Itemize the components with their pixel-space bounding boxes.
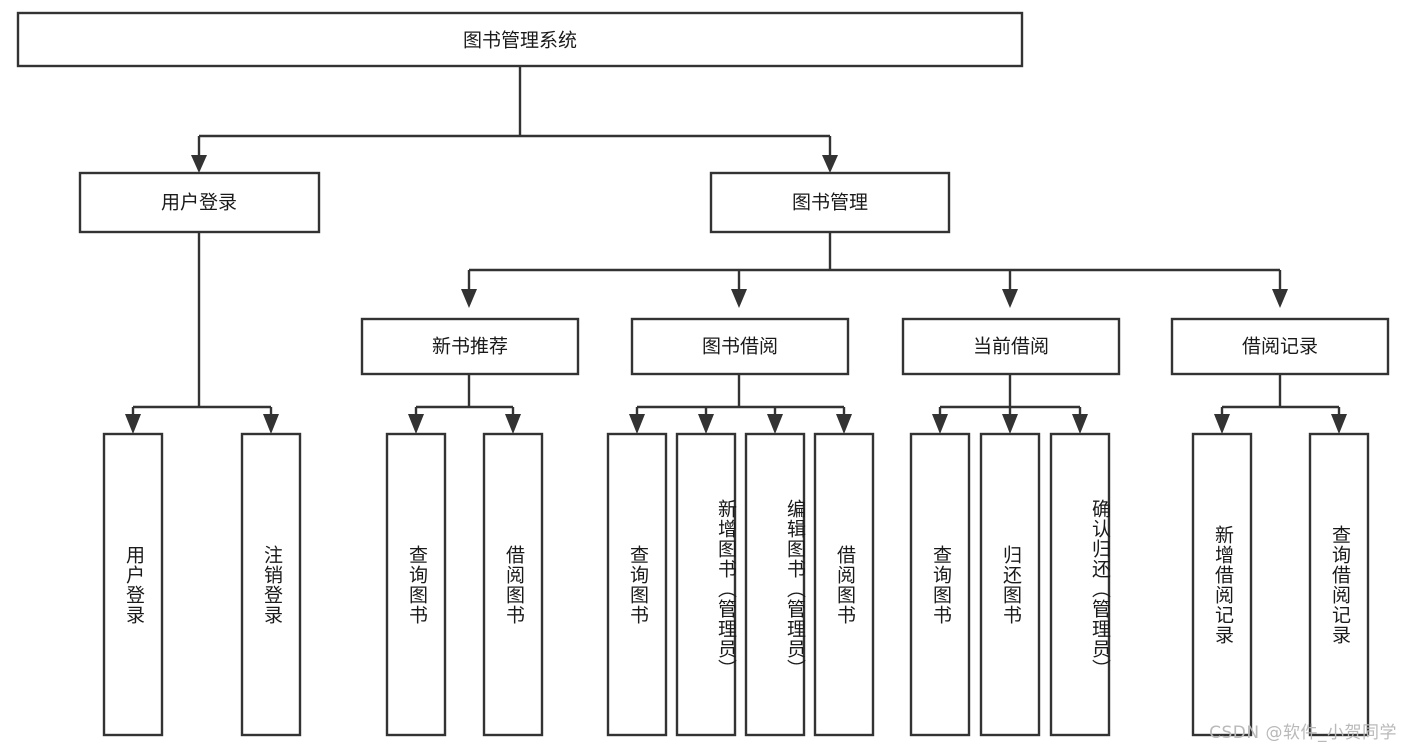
arrow-head-book-borrow [731,289,747,308]
node-borrow-record[interactable] [1170,317,1390,376]
connector-group-root [191,66,838,173]
leaf-box-borrow-edit[interactable] [744,432,806,737]
leaf-box-user-login[interactable] [102,432,164,737]
leaf-box-newbook-borrow[interactable] [482,432,544,737]
arrow-head-leaf-user-login [125,414,141,434]
connector-group-borrow-record [1214,374,1347,434]
leaf-box-borrow-query[interactable] [606,432,668,737]
arrow-head-bookborrow-leaf-1 [629,414,645,434]
connector-group-book-manage [461,232,1288,308]
leaf-box-borrow-add[interactable] [675,432,737,737]
arrow-head-bookborrow-leaf-2 [698,414,714,434]
arrow-head-bookborrow-leaf-4 [836,414,852,434]
node-root-label: 图书管理系统 [463,30,577,52]
node-new-book-recommend-label: 新书推荐 [432,336,508,358]
leaf-box-borrow-lend[interactable] [813,432,875,737]
node-user-login[interactable] [78,171,321,234]
arrow-head-currentborrow-leaf-3 [1072,414,1088,434]
leaf-box-newbook-query[interactable] [385,432,447,737]
node-new-book-recommend[interactable] [360,317,580,376]
arrow-head-borrowrecord-leaf-2 [1331,414,1347,434]
node-root[interactable] [16,11,1024,68]
arrow-head-book-manage [822,155,838,173]
arrow-head-borrow-record [1272,289,1288,308]
arrow-head-current-borrow [1002,289,1018,308]
arrow-head-new-book [461,289,477,308]
node-book-manage[interactable] [709,171,951,234]
node-book-borrow[interactable] [630,317,850,376]
connector-group-current-borrow [932,374,1088,434]
node-book-manage-label: 图书管理 [792,192,868,214]
leaf-box-current-query[interactable] [909,432,971,737]
arrow-head-newbook-leaf-2 [505,414,521,434]
arrow-head-bookborrow-leaf-3 [767,414,783,434]
arrow-head-leaf-logout [263,414,279,434]
arrow-head-currentborrow-leaf-2 [1002,414,1018,434]
node-book-borrow-label: 图书借阅 [702,336,778,358]
node-current-borrow-label: 当前借阅 [973,336,1049,358]
leaf-box-record-query[interactable] [1308,432,1370,737]
leaf-box-record-add[interactable] [1191,432,1253,737]
watermark: CSDN @软件_小贺同学 [1209,723,1397,743]
connector-group-book-borrow [629,374,852,434]
node-user-login-label: 用户登录 [161,192,237,214]
leaf-box-logout[interactable] [240,432,302,737]
arrow-head-newbook-leaf-1 [408,414,424,434]
node-current-borrow[interactable] [901,317,1121,376]
connector-group-user-login [125,232,279,434]
arrow-head-borrowrecord-leaf-1 [1214,414,1230,434]
leaf-box-current-return[interactable] [979,432,1041,737]
leaf-box-current-confirm[interactable] [1049,432,1111,737]
connector-group-new-book [408,374,521,434]
node-borrow-record-label: 借阅记录 [1242,336,1318,358]
arrow-head-currentborrow-leaf-1 [932,414,948,434]
arrow-head-user-login [191,155,207,173]
